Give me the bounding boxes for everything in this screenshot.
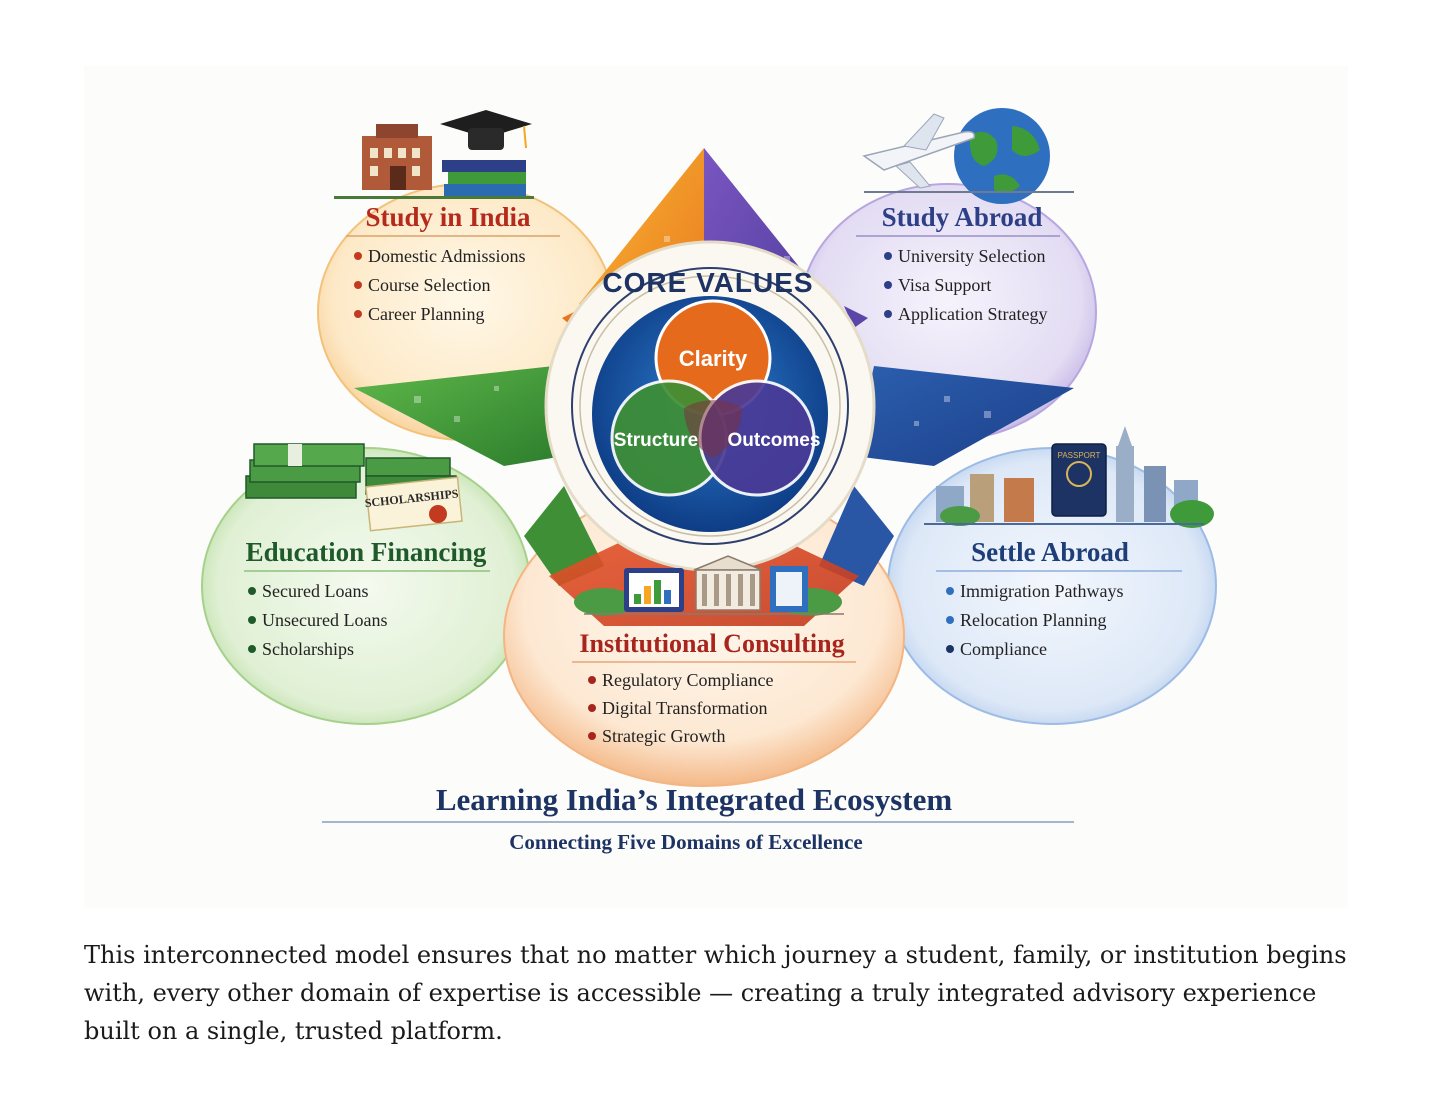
caption-paragraph: This interconnected model ensures that n… [84,936,1374,1050]
domain-item: Scholarships [262,639,354,659]
diagram-title: Learning India’s Integrated Ecosystem [436,782,953,817]
domain-item: Digital Transformation [602,698,768,718]
domain-item: Career Planning [368,304,484,324]
core-value-structure: Structure [614,430,698,451]
domain-item: Relocation Planning [960,610,1106,630]
domain-title: Education Financing [246,537,487,567]
domain-title: Study in India [365,202,531,232]
domain-item: Immigration Pathways [960,581,1123,601]
domain-item: Secured Loans [262,581,368,601]
domain-item: University Selection [898,246,1045,266]
domain-item: Unsecured Loans [262,610,387,630]
core-values-heading: CORE VALUES [602,267,813,298]
domain-item: Strategic Growth [602,726,725,746]
domain-item: Domestic Admissions [368,246,526,266]
domain-title: Study Abroad [882,202,1043,232]
ecosystem-diagram: CORE VALUES Clarity Structure Outcomes [84,66,1348,908]
domain-item: Application Strategy [898,304,1047,324]
domain-item: Compliance [960,639,1047,659]
core-value-clarity: Clarity [679,346,748,371]
passport-label: PASSPORT [1058,451,1101,460]
airplane-globe-illustration [864,108,1074,204]
domain-title: Institutional Consulting [579,629,844,658]
domain-item: Course Selection [368,275,490,295]
domain-title: Settle Abroad [971,537,1129,567]
core-value-outcomes: Outcomes [728,430,821,451]
domain-item: Regulatory Compliance [602,670,773,690]
domain-item: Visa Support [898,275,991,295]
diagram-subtitle: Connecting Five Domains of Excellence [509,830,862,854]
university-books-illustration [334,110,534,199]
